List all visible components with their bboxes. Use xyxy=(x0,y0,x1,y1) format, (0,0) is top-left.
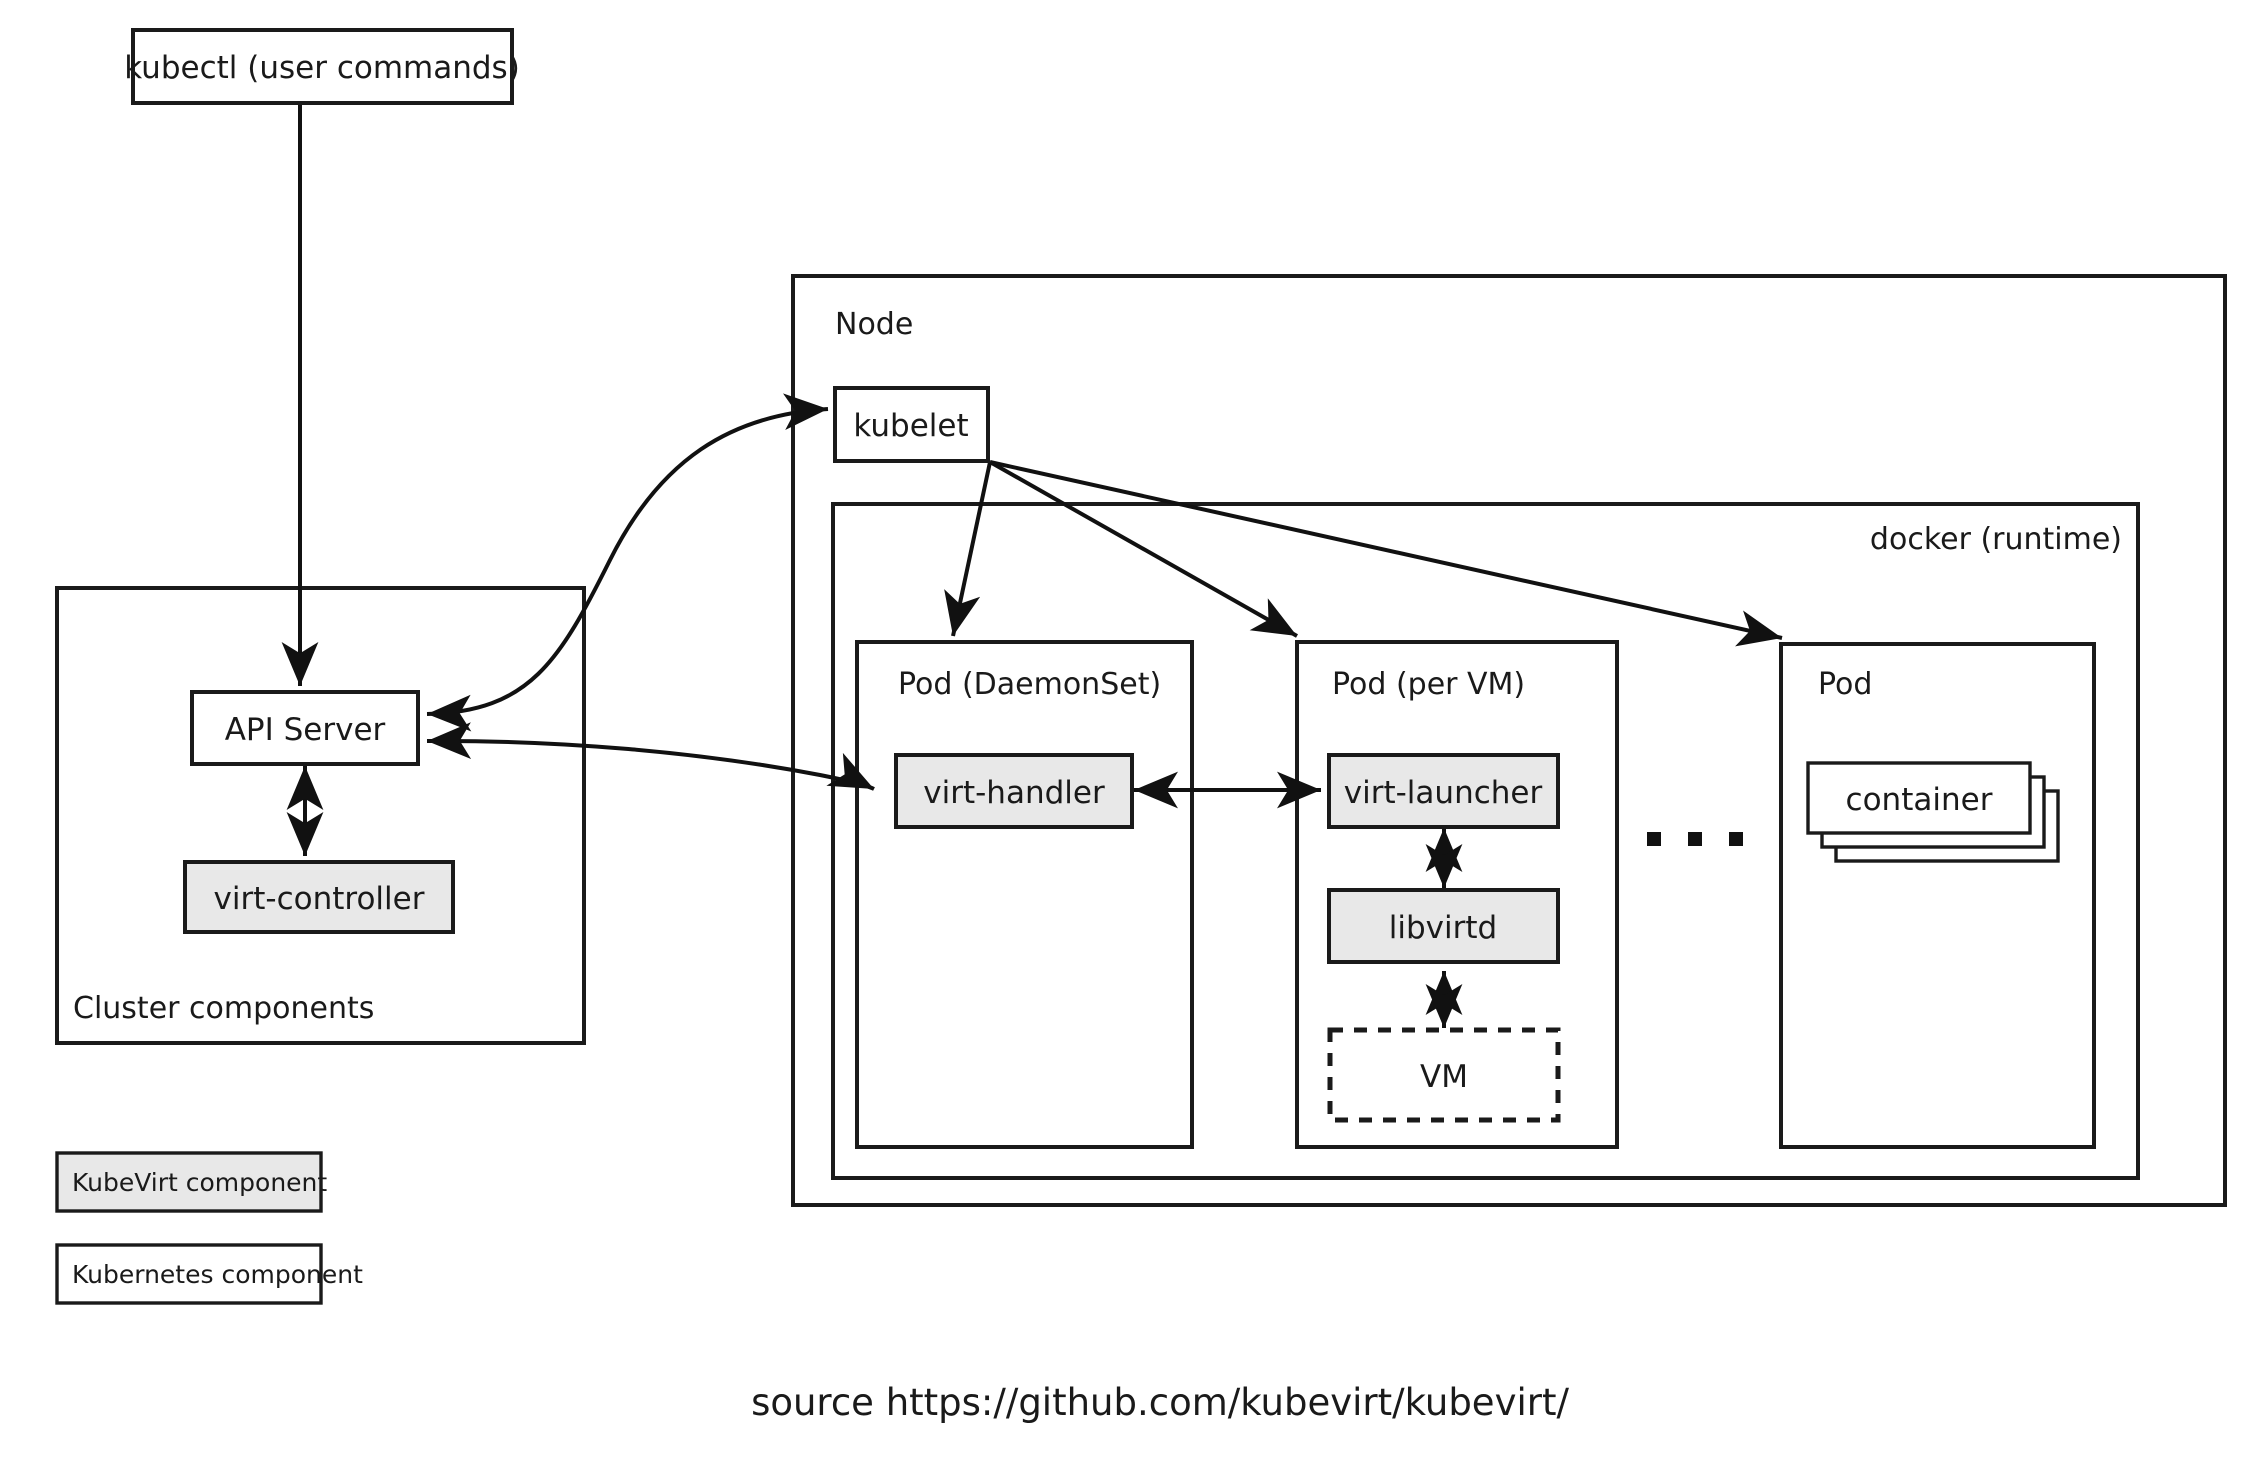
ellipsis-dot-1 xyxy=(1647,832,1661,846)
virt-handler-label: virt-handler xyxy=(923,775,1105,811)
pod-daemonset-label: Pod (DaemonSet) xyxy=(898,667,1161,702)
virt-controller-label: virt-controller xyxy=(214,881,425,917)
docker-runtime-label: docker (runtime) xyxy=(1870,522,2122,557)
ellipsis-dot-2 xyxy=(1688,832,1702,846)
libvirtd-label: libvirtd xyxy=(1389,910,1497,946)
legend-kubernetes-label: Kubernetes component xyxy=(72,1260,363,1289)
container-label: container xyxy=(1846,782,1993,818)
api-server-label: API Server xyxy=(225,712,386,748)
cluster-components-container xyxy=(55,586,586,1045)
pod-daemonset-container xyxy=(855,640,1194,1149)
pod-generic-container xyxy=(1779,642,2096,1149)
kubectl-label: kubectl (user commands) xyxy=(124,50,520,86)
legend-kubernetes-swatch xyxy=(55,1243,323,1305)
ellipsis-dot-3 xyxy=(1729,832,1743,846)
cluster-components-label: Cluster components xyxy=(73,991,374,1026)
pod-per-vm-label: Pod (per VM) xyxy=(1332,667,1525,702)
vm-label: VM xyxy=(1420,1059,1468,1095)
pod-per-vm-container xyxy=(1295,640,1619,1149)
edge-kubelet-to-pod-generic xyxy=(989,460,1783,647)
pod-generic-label: Pod xyxy=(1818,667,1872,702)
container-box-front xyxy=(1806,761,2032,835)
api-server-box xyxy=(190,690,420,766)
kubelet-box xyxy=(833,386,990,463)
edge-virt-handler-to-api-server xyxy=(426,722,875,791)
virt-controller-box xyxy=(183,860,455,934)
node-label: Node xyxy=(835,307,913,342)
kubelet-label: kubelet xyxy=(853,408,968,444)
source-caption: source https://github.com/kubevirt/kubev… xyxy=(751,1381,1569,1424)
docker-runtime-container xyxy=(831,502,2140,1180)
libvirtd-box xyxy=(1327,888,1560,964)
edge-kubelet-to-pod-daemonset xyxy=(944,461,992,637)
edge-api-server-to-kubelet xyxy=(426,393,829,732)
legend-kubevirt-swatch xyxy=(55,1151,323,1213)
virt-handler-box xyxy=(894,753,1134,829)
edge-kubelet-to-pod-per-vm xyxy=(989,460,1298,638)
kubectl-box xyxy=(131,28,514,105)
vm-box xyxy=(1327,1027,1561,1123)
virt-launcher-box xyxy=(1327,753,1560,829)
legend-kubevirt-label: KubeVirt component xyxy=(72,1168,327,1197)
virt-launcher-label: virt-launcher xyxy=(1344,775,1543,811)
